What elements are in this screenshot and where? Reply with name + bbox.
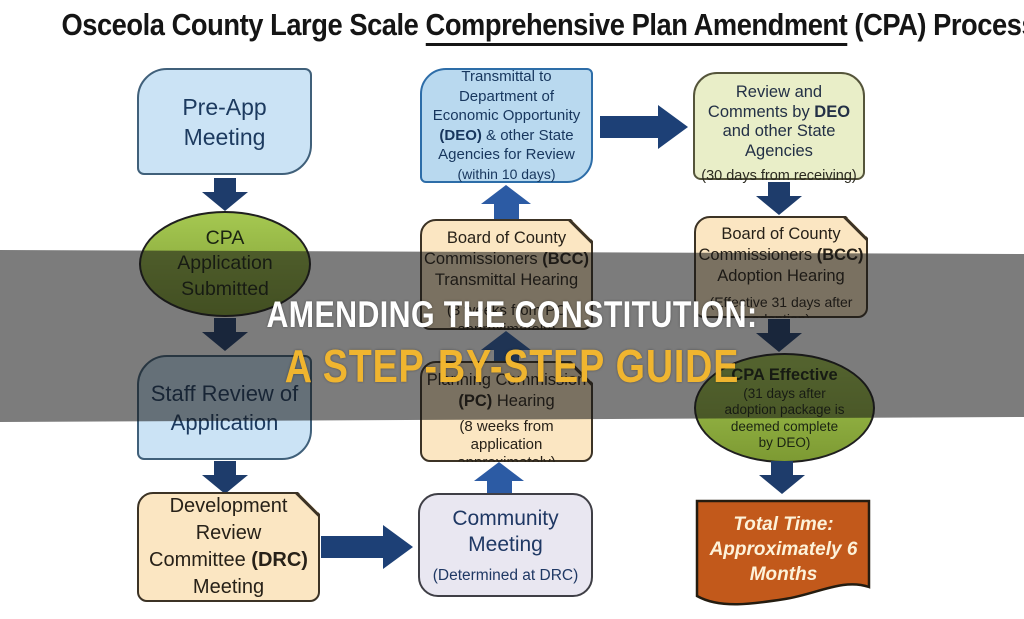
flow-arrow-down-icon (756, 182, 802, 215)
box-label: Agencies (745, 141, 813, 160)
flow-arrow-down-icon (202, 461, 248, 494)
box-label: Meeting (468, 532, 543, 556)
title-underlined: Comprehensive Plan Amendment (425, 7, 848, 46)
total-time-label: Total Time: Approximately 6 Months (709, 514, 858, 585)
review-comments-deo-box: Review and Comments by DEO and other Sta… (693, 72, 865, 184)
overlay-title-line2: A STEP-BY-STEP GUIDE (284, 340, 740, 392)
snipped-corner (295, 491, 321, 517)
box-label: CPA (205, 226, 245, 249)
title-suffix: (CPA) Process (847, 7, 1024, 42)
community-meeting-box: Community Meeting (Determined at DRC) (418, 493, 593, 597)
box-label: and other State (722, 122, 836, 140)
box-label: Board of County (721, 225, 841, 243)
flow-arrow-up-icon (474, 462, 524, 496)
box-note: (8 weeks from (459, 418, 554, 435)
box-note: application (470, 436, 543, 453)
box-note: deemed complete (730, 418, 839, 434)
box-label: Board of County (446, 229, 567, 247)
flow-arrow-right-icon (600, 105, 688, 149)
flow-arrow-down-icon (202, 178, 248, 211)
box-label: Meeting (192, 576, 265, 598)
flow-arrow-up-icon (481, 185, 531, 219)
page-title: Osceola County Large Scale Comprehensive… (61, 7, 1024, 46)
box-label: Meeting (183, 123, 266, 150)
title-prefix: Osceola County Large Scale (61, 7, 426, 42)
box-note: (Determined at DRC) (432, 566, 579, 584)
box-note: (30 days from receiving) (701, 168, 857, 184)
box-label: (DEO) & other State (439, 126, 574, 144)
box-label: Community (452, 506, 559, 530)
snipped-corner (568, 218, 594, 244)
pre-app-meeting-box: Pre-App Meeting (137, 68, 312, 175)
box-label: Agencies for Review (438, 146, 575, 163)
drc-meeting-box: Development Review Committee (DRC) Meeti… (137, 492, 320, 602)
video-caption-overlay: AMENDING THE CONSTITUTION: A STEP-BY-STE… (0, 250, 1024, 422)
box-label: Transmittal to (461, 68, 552, 85)
flow-arrow-down-icon (759, 461, 805, 494)
transmittal-deo-box: Transmittal to Department of Economic Op… (420, 68, 593, 183)
box-label: Development (169, 495, 288, 517)
box-note: (within 10 days) (457, 165, 556, 182)
overlay-title-line1: AMENDING THE CONSTITUTION: (266, 294, 758, 335)
box-label: Comments by DEO (707, 102, 851, 121)
total-time-wave-box: Total Time: Approximately 6 Months (695, 499, 872, 609)
wave-shape (695, 499, 871, 606)
box-label: Review (195, 522, 262, 544)
box-label: Pre-App (182, 93, 267, 120)
flow-arrow-right-icon (321, 525, 413, 569)
box-label: Review and (735, 83, 823, 101)
box-label: Department of (458, 87, 555, 105)
box-note: by DEO) (758, 435, 811, 450)
box-label: Economic Opportunity (432, 107, 581, 124)
snipped-corner (843, 215, 869, 241)
box-label: Committee (DRC) (149, 549, 308, 571)
